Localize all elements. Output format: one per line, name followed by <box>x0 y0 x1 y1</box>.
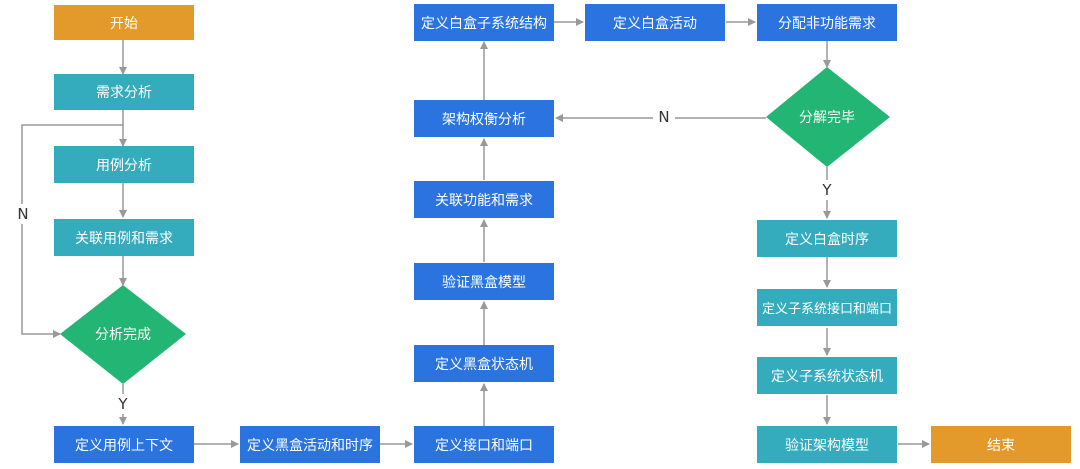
decision-analysis-done-label: 分析完成 <box>95 327 151 343</box>
start-node: 开始 <box>54 5 194 40</box>
define-subsystem-statemachine-node: 定义子系统状态机 <box>757 357 897 394</box>
edge-decision-no-loop <box>21 124 123 338</box>
req-analysis-node: 需求分析 <box>54 74 194 110</box>
end-node: 结束 <box>931 426 1071 463</box>
link-function-req-node: 关联功能和需求 <box>414 181 554 218</box>
define-whitebox-timing-node: 定义白盒时序 <box>757 220 897 257</box>
define-usecase-context-node: 定义用例上下文 <box>54 426 194 463</box>
decision-analysis-done-shape <box>60 285 186 384</box>
allocate-nonfunctional-req-node: 分配非功能需求 <box>757 4 897 41</box>
link-usecase-req-node: 关联用例和需求 <box>54 219 194 256</box>
define-subsystem-interface-port-node: 定义子系统接口和端口 <box>757 289 897 326</box>
decision-decompose-done-shape <box>766 67 890 167</box>
edge-label-analysis-yes: Y <box>114 394 132 414</box>
define-whitebox-activity-node: 定义白盒活动 <box>585 4 725 41</box>
verify-blackbox-model-node: 验证黑盒模型 <box>414 263 554 300</box>
arch-tradeoff-node: 架构权衡分析 <box>414 100 554 137</box>
define-blackbox-statemachine-node: 定义黑盒状态机 <box>414 345 554 382</box>
define-whitebox-subsystem-node: 定义白盒子系统结构 <box>414 4 554 41</box>
usecase-analysis-node: 用例分析 <box>54 146 194 183</box>
define-blackbox-activity-timing-node: 定义黑盒活动和时序 <box>240 426 380 463</box>
edge-label-loop-no: N <box>14 204 32 224</box>
edge-label-decompose-yes: Y <box>818 180 836 200</box>
define-interface-port-node: 定义接口和端口 <box>414 426 554 463</box>
edge-label-decompose-no: N <box>653 106 675 128</box>
decision-decompose-done-label: 分解完毕 <box>799 110 855 126</box>
verify-arch-model-node: 验证架构模型 <box>757 426 897 463</box>
